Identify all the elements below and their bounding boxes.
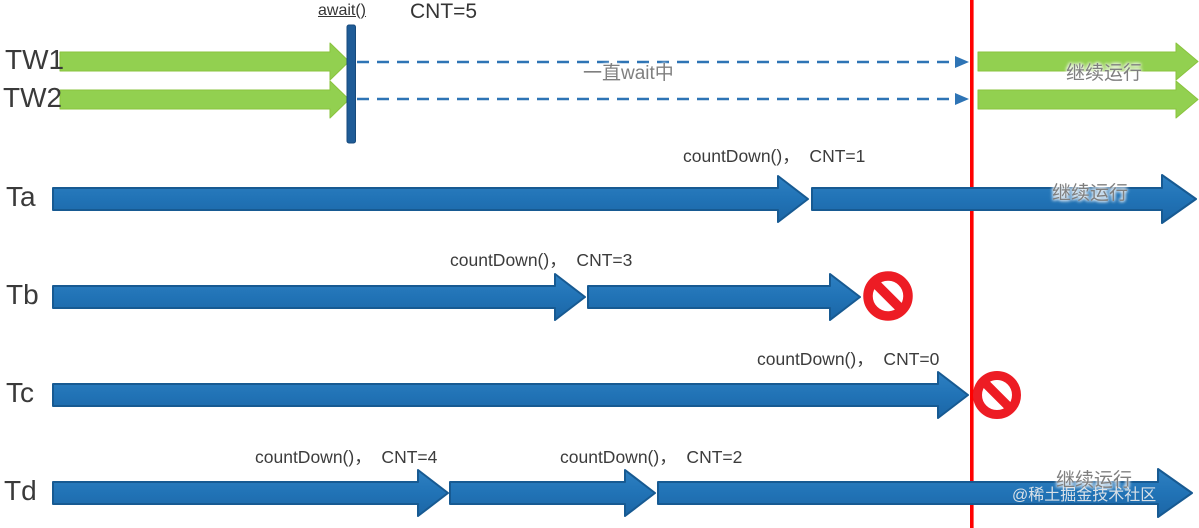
row-label-tc: Tc bbox=[6, 377, 34, 408]
cnt-initial-label: CNT=5 bbox=[410, 0, 478, 23]
tb-arrow-2 bbox=[587, 273, 861, 321]
wait-text: 一直wait中 bbox=[583, 63, 674, 84]
tw1-arrow bbox=[59, 42, 350, 81]
ta-continue-arrow bbox=[811, 174, 1197, 224]
red-deadline-line bbox=[970, 0, 974, 528]
prohibition-icon-tb bbox=[863, 271, 913, 321]
tw2-continue-arrow bbox=[977, 80, 1199, 119]
prohibition-icon-tc bbox=[973, 371, 1021, 419]
row-label-tw1: TW1 bbox=[5, 44, 65, 75]
tw1-continue-arrow bbox=[977, 42, 1199, 81]
tw2-arrow bbox=[59, 80, 350, 119]
row-label-tb: Tb bbox=[6, 279, 39, 310]
tw1-dashed-arrowhead-icon bbox=[955, 56, 969, 68]
continue-text-ta: 继续运行 bbox=[1052, 183, 1129, 204]
countdown-label-tc: countDown()， CNT=0 bbox=[757, 349, 940, 369]
barrier-bar bbox=[346, 24, 356, 144]
ta-arrow-1 bbox=[52, 175, 809, 223]
tc-arrow bbox=[52, 371, 969, 419]
td-continue-arrow bbox=[657, 468, 1193, 518]
td-arrow-1 bbox=[52, 469, 449, 517]
row-label-ta: Ta bbox=[6, 181, 36, 212]
await-label: await() bbox=[318, 2, 367, 19]
tw2-dashed-arrowhead-icon bbox=[955, 93, 969, 105]
continue-text-tw: 继续运行 bbox=[1066, 63, 1143, 84]
countdown-label-td-2: countDown()， CNT=2 bbox=[560, 447, 743, 467]
watermark: @稀土掘金技术社区 bbox=[1012, 487, 1157, 504]
row-label-td: Td bbox=[4, 475, 37, 506]
td-arrow-2 bbox=[449, 469, 656, 517]
countdown-label-ta: countDown()， CNT=1 bbox=[683, 146, 866, 166]
continue-text-td: 继续运行 bbox=[1056, 470, 1133, 491]
countdown-label-tb: countDown()， CNT=3 bbox=[450, 250, 633, 270]
tb-arrow-1 bbox=[52, 273, 586, 321]
countdown-label-td-1: countDown()， CNT=4 bbox=[255, 447, 438, 467]
row-label-tw2: TW2 bbox=[3, 82, 63, 113]
